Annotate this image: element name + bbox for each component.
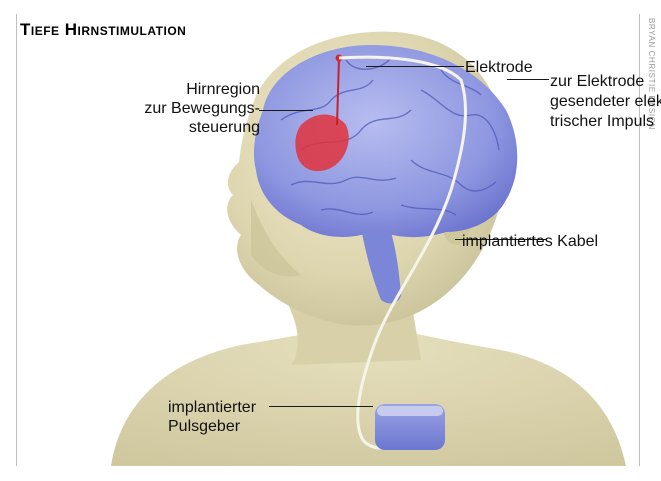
leader-line-hirnregion [259, 110, 313, 111]
label-pulsgeber: implantierter Pulsgeber [168, 398, 256, 436]
diagram-title: Tiefe Hirnstimulation [20, 20, 186, 40]
label-impuls-line-1: zur Elektrode [550, 72, 661, 92]
label-impuls: zur Elektrode gesendeter elek- trischer … [550, 72, 661, 132]
label-hirnregion-line-3: steuerung [110, 118, 260, 137]
label-hirnregion: Hirnregion zur Bewegungs- steuerung [110, 80, 260, 137]
label-kabel: implantiertes Kabel [462, 232, 598, 251]
label-impuls-line-2: gesendeter elek- [550, 92, 661, 112]
label-impuls-line-3: trischer Impuls [550, 112, 661, 132]
leader-line-pulsgeber [269, 406, 373, 407]
label-pulsgeber-line-2: Pulsgeber [168, 417, 256, 436]
label-elektrode: Elektrode [465, 58, 533, 77]
leader-line-impuls [507, 79, 549, 80]
leader-line-elektrode [366, 66, 464, 67]
label-hirnregion-line-1: Hirnregion [110, 80, 260, 99]
label-hirnregion-line-2: zur Bewegungs- [110, 99, 260, 118]
pulse-generator-top [377, 406, 443, 416]
label-pulsgeber-line-1: implantierter [168, 398, 256, 417]
